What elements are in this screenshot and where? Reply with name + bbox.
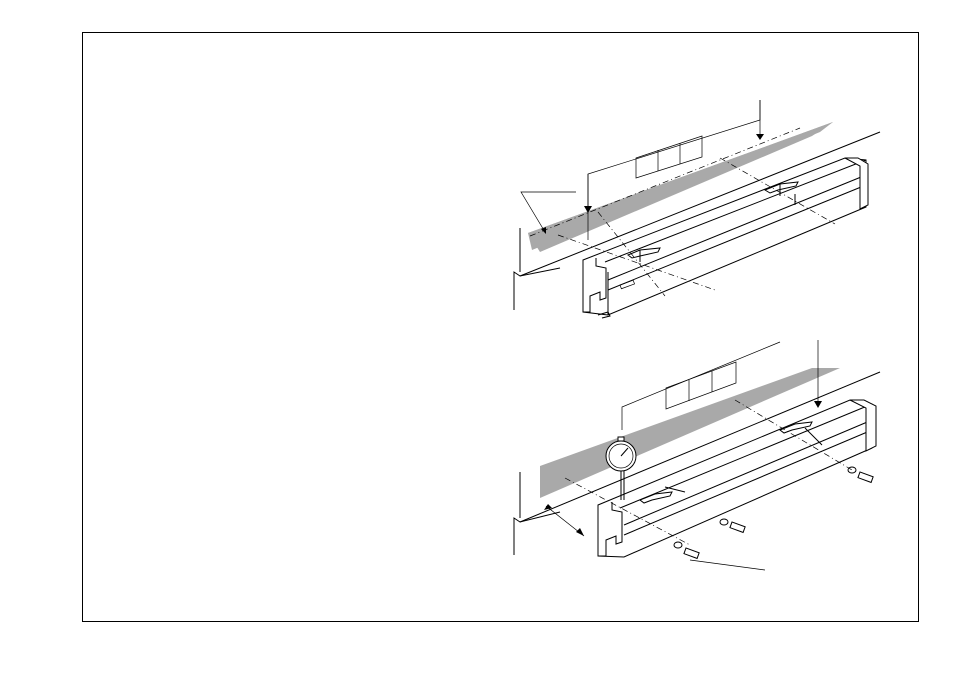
arrow-head-4 xyxy=(814,401,822,408)
bolt-leader xyxy=(689,559,766,571)
carriage-edge xyxy=(804,427,823,446)
rail-face-line-3 xyxy=(623,419,873,526)
projection-line-4 xyxy=(564,477,691,546)
rail-top-edge-2 xyxy=(619,403,873,509)
bolt-3 xyxy=(673,541,700,560)
rail-face-line-2 xyxy=(607,184,867,291)
arrow-head xyxy=(756,134,764,140)
center-line xyxy=(529,127,801,237)
rail-face-line-4 xyxy=(623,429,873,536)
projection-line-2 xyxy=(597,211,666,297)
wall-top-edge xyxy=(519,131,881,277)
sign-box xyxy=(635,135,703,179)
projection-line-5 xyxy=(734,399,853,471)
projection-line xyxy=(557,234,716,291)
arrow-head-3 xyxy=(541,227,546,234)
wall-edge xyxy=(513,267,561,310)
wall-top-edge-2 xyxy=(519,371,881,523)
carriage-clamp-4 xyxy=(778,421,813,434)
figure-top-rail-alignment xyxy=(513,100,881,319)
arrow-head-5 xyxy=(544,504,552,510)
arrow-head-6 xyxy=(576,528,584,536)
mounting-band-upper xyxy=(528,122,833,250)
dial-gauge-icon xyxy=(605,436,637,500)
projection-line-3 xyxy=(719,157,836,225)
rail-body xyxy=(582,157,867,316)
wall-edge-2 xyxy=(513,511,561,555)
rail-foot xyxy=(597,311,611,319)
bolt-1 xyxy=(719,518,746,534)
rail-end-cap-2 xyxy=(849,399,877,452)
rail-profile xyxy=(582,258,607,313)
sign-box-2 xyxy=(665,361,737,410)
left-leader xyxy=(520,191,576,233)
carriage-clamp-3 xyxy=(638,491,673,504)
callout-bracket-2 xyxy=(621,341,781,430)
rail-profile-2 xyxy=(597,502,623,557)
carriage-top xyxy=(664,486,686,493)
rail-end-cap xyxy=(844,157,869,210)
figure-bottom-dial-gauge xyxy=(513,340,881,571)
rail-marking xyxy=(619,279,635,290)
rail-face-line xyxy=(607,174,867,281)
rail-top-edge xyxy=(604,159,867,263)
arrow-head-2 xyxy=(584,206,592,213)
page-border xyxy=(82,32,919,622)
bolt-2 xyxy=(847,466,874,484)
